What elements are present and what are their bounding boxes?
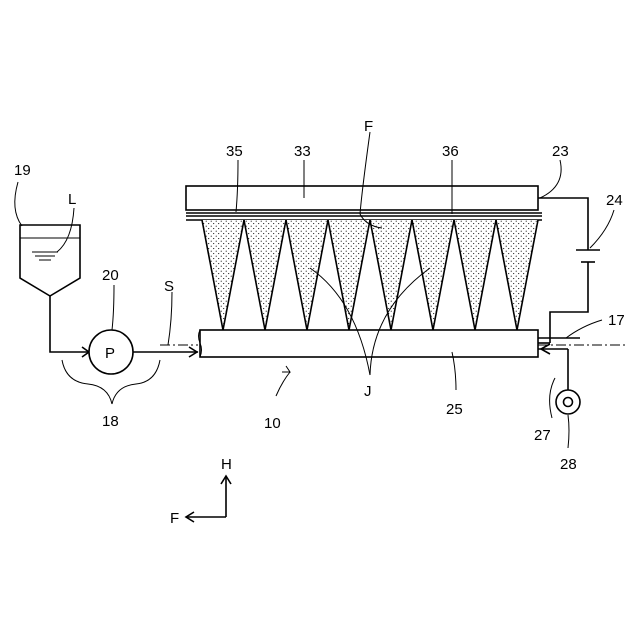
orientation-indicator: [186, 476, 231, 522]
label-27: 27: [534, 427, 551, 444]
spray-cone: [202, 220, 244, 330]
spray-cone: [412, 220, 454, 330]
label-25: 25: [446, 401, 463, 418]
gas-pipe: [538, 338, 580, 414]
pump-label-P: P: [105, 345, 115, 362]
label-17: 17: [608, 312, 625, 329]
spray-cones: [202, 220, 538, 330]
label-28: 28: [560, 456, 577, 473]
label-33: 33: [294, 143, 311, 160]
label-S: S: [164, 278, 174, 295]
axis-label-F: F: [170, 510, 179, 527]
label-35: 35: [226, 143, 243, 160]
label-10: 10: [264, 415, 281, 432]
label-J: J: [364, 383, 372, 400]
label-24: 24: [606, 192, 623, 209]
power-circuit: [538, 198, 600, 343]
label-F-top: F: [364, 118, 373, 135]
spray-cone: [496, 220, 538, 330]
label-18: 18: [102, 413, 119, 430]
label-19: 19: [14, 162, 31, 179]
axis-label-H: H: [221, 456, 232, 473]
label-23: 23: [552, 143, 569, 160]
label-20: 20: [102, 267, 119, 284]
spray-cone: [370, 220, 412, 330]
label-36: 36: [442, 143, 459, 160]
top-plate: [186, 186, 542, 220]
supply-line: [50, 296, 198, 374]
label-L: L: [68, 191, 76, 208]
base-plate: [199, 330, 539, 357]
spray-cone: [244, 220, 286, 330]
spray-cone: [286, 220, 328, 330]
spray-cone: [454, 220, 496, 330]
tank: [20, 225, 80, 296]
